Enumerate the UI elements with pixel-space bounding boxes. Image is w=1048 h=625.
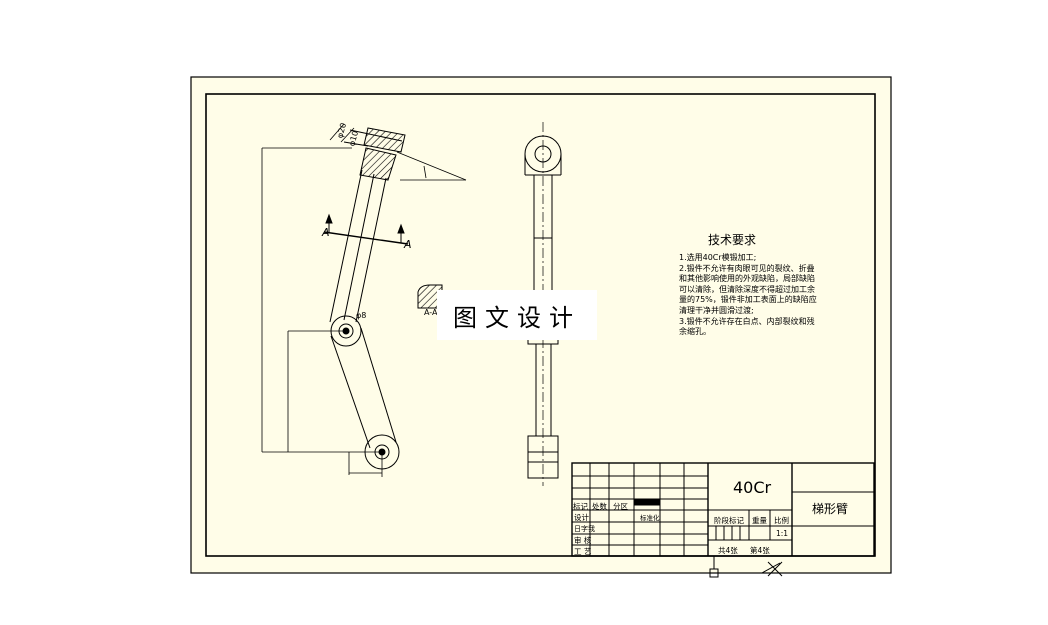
requirement-line: 清理干净并圆滑过渡;: [679, 305, 754, 315]
technical-requirements-text: 1.选用40Cr模锻加工; 2.锻件不允许有肉眼可见的裂纹、折叠 和其他影响使用…: [679, 253, 839, 338]
section-a-a: [417, 284, 443, 309]
requirement-line: 量的75%，锻件非加工表面上的缺陷应: [679, 295, 817, 305]
requirement-line: 余缩孔。: [679, 327, 711, 337]
row-label-process: 工 艺: [574, 547, 592, 556]
watermark: 图文设计: [437, 290, 597, 340]
section-view-label: A-A: [424, 308, 438, 317]
row-label-mark: 标记: [573, 502, 588, 511]
sheet-index: 第4张: [750, 546, 770, 555]
requirement-line: 3.锻件不允许存在白点、内部裂纹和残: [679, 316, 815, 326]
scale-label: 比例: [774, 516, 789, 525]
row-label-proofread: 日字我: [574, 525, 595, 533]
inner-frame: [205, 93, 876, 557]
weight-label: 重量: [752, 516, 767, 525]
row-label-zone: 分区: [613, 502, 628, 511]
stage-mark-label: 阶段标记: [714, 516, 744, 525]
requirement-line: 2.锻件不允许有肉眼可见的裂纹、折叠: [679, 263, 815, 273]
section-marker-a-left: A: [322, 226, 330, 239]
row-label-design: 设计: [574, 513, 589, 522]
standardize-label: 标准化: [640, 514, 660, 522]
technical-requirements-title: 技术要求: [708, 233, 757, 247]
section-marker-a-right: A: [404, 238, 412, 251]
material-label: 40Cr: [733, 478, 772, 497]
requirement-line: 可以清除，但清除深度不得超过加工余: [679, 284, 815, 294]
sheet-total: 共4张: [718, 546, 738, 555]
row-label-review: 审 核: [574, 536, 592, 545]
requirement-line: 和其他影响使用的外观缺陷，局部缺陷: [679, 274, 815, 284]
part-name-label: 梯形臂: [812, 502, 849, 516]
requirement-line: 1.选用40Cr模锻加工;: [679, 253, 757, 262]
front-view: [261, 123, 467, 477]
row-label-count: 处数: [592, 502, 607, 511]
scale-value: 1:1: [776, 529, 789, 538]
dimension-phi8: φ8: [356, 311, 367, 320]
title-block: [571, 462, 875, 578]
